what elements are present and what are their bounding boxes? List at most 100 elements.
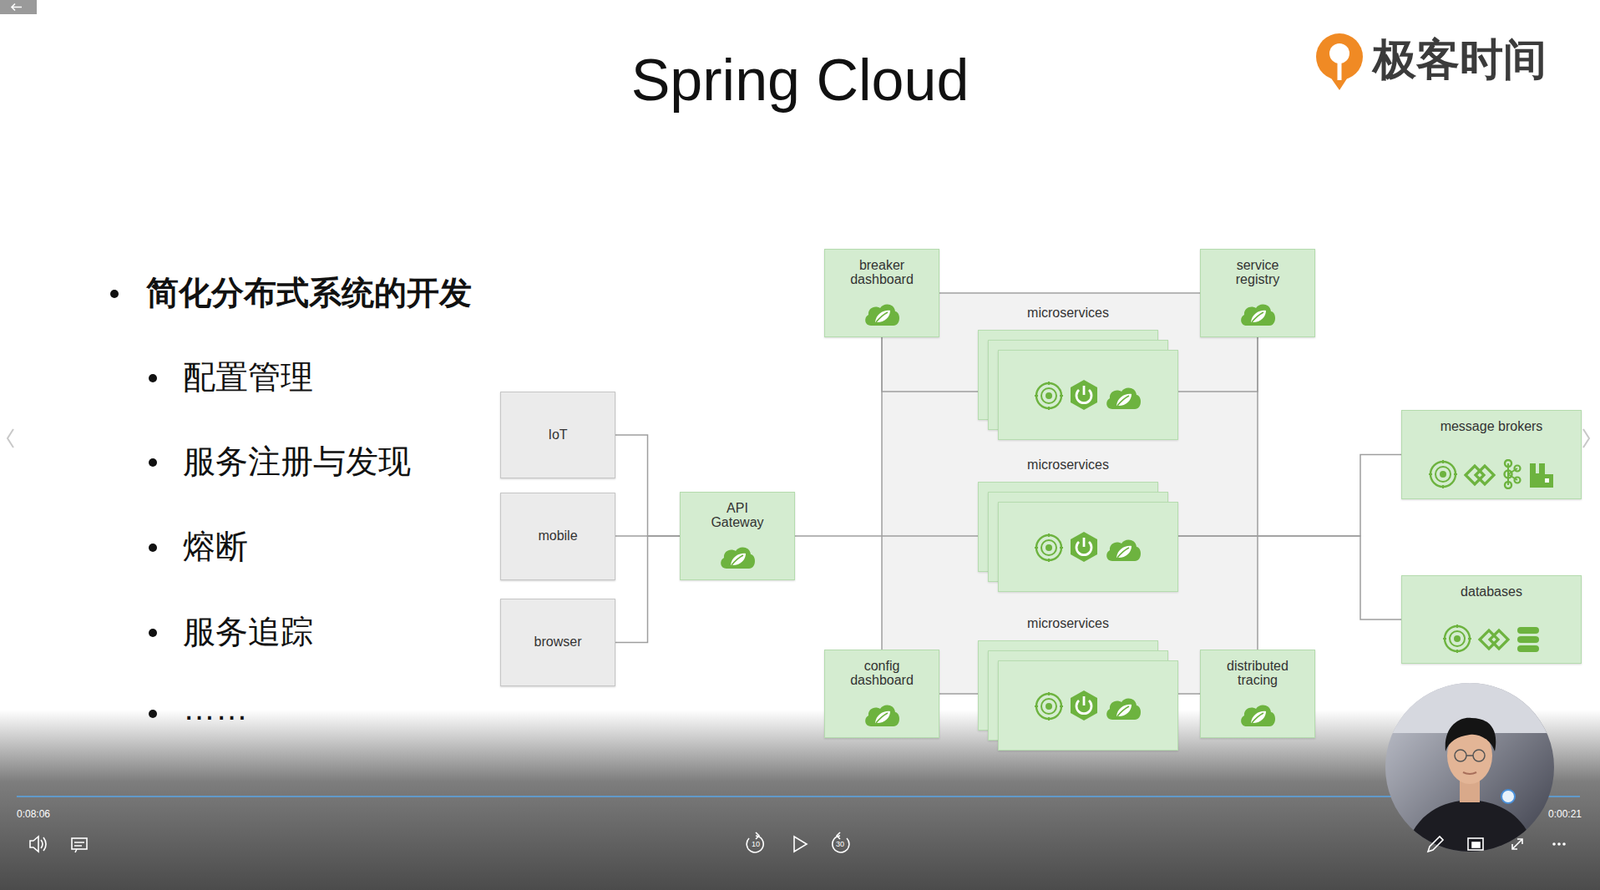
tech-icon (1238, 300, 1277, 328)
tech-icon (1068, 531, 1099, 563)
back-arrow (11, 4, 22, 11)
tech-icon (1528, 460, 1555, 490)
icon-row (825, 300, 939, 331)
microservice-group: microservices (977, 304, 1179, 441)
instance-box (997, 501, 1179, 593)
tech-icon (1517, 645, 1540, 653)
service-box: message brokers (1401, 410, 1582, 500)
caption-icon (71, 838, 87, 850)
tech-icon (1238, 300, 1277, 328)
tech-icon (862, 300, 902, 328)
tech-icon (1449, 631, 1465, 647)
text-wrap: message brokers (1407, 420, 1575, 435)
tech-icon (1068, 689, 1099, 722)
bullet-dot (110, 289, 157, 719)
tech-icon (1041, 540, 1057, 556)
tech-icon (1117, 395, 1130, 406)
tech-icon (862, 701, 902, 729)
tech-icon (1463, 460, 1497, 490)
webcam (1402, 800, 1539, 861)
webcam (1463, 772, 1477, 775)
bullet-dot (110, 289, 119, 299)
box-label: distributed tracing (1215, 659, 1300, 689)
tech-icon (1504, 470, 1513, 479)
tech-icon (1250, 310, 1266, 323)
connector-line (1178, 337, 1258, 392)
tech-icon (731, 555, 744, 566)
tech-icon (1443, 624, 1472, 654)
tech-icon (1103, 694, 1143, 722)
player-controls (30, 832, 1523, 853)
tech-icon (1070, 690, 1098, 721)
tech-icon (1045, 544, 1053, 552)
rewind-icon (746, 835, 764, 853)
icon-row (998, 379, 1178, 415)
tech-icon (1068, 379, 1099, 411)
service-box: breaker dashboard (824, 248, 940, 338)
service-box: service registry (1200, 248, 1316, 338)
tech-icon (1034, 692, 1064, 721)
prev-chevron (7, 429, 14, 448)
tech-icon (1033, 691, 1064, 722)
icon-row (998, 531, 1178, 567)
text-wrap: service registry (1220, 258, 1296, 288)
connector-line (1178, 455, 1402, 537)
box-label: microservices (977, 615, 1159, 632)
client-box: mobile (500, 492, 616, 581)
tech-icon (1427, 459, 1459, 490)
tech-icon (1036, 383, 1062, 409)
instance-stack (977, 481, 1179, 593)
tech-icon (1116, 394, 1132, 406)
tech-icon (1033, 380, 1064, 411)
tech-icon (1240, 303, 1276, 326)
bullet-dot (148, 374, 157, 383)
text-wrap: distributed tracing (1215, 659, 1300, 689)
tech-icon (1240, 704, 1276, 727)
bullet-heading: 简化分布式系统的开发 (146, 273, 472, 314)
box-label: mobile (537, 528, 578, 544)
text-wrap: config dashboard (840, 659, 924, 689)
tech-icon (720, 546, 755, 569)
box-label: IoT (547, 427, 568, 443)
tech-icon (1106, 539, 1141, 562)
tech-icon (1427, 459, 1459, 490)
text-wrap: API Gateway (703, 501, 771, 531)
tech-icon (1477, 625, 1511, 654)
tech-icon (862, 300, 902, 328)
tech-icon (1034, 381, 1064, 411)
box-label: config dashboard (840, 659, 924, 689)
tech-icon (1489, 630, 1509, 649)
tech-icon (718, 543, 757, 571)
player-shade (0, 709, 1600, 890)
tech-icon (1442, 623, 1473, 654)
box-label: microservices (977, 456, 1159, 473)
group-heading: microservices (977, 456, 1159, 473)
tech-icon (1070, 531, 1098, 563)
tech-icon (1068, 689, 1099, 722)
bullet-item: …… (182, 689, 249, 730)
tech-icon (1103, 384, 1143, 411)
connector-line (939, 693, 978, 695)
tech-icon (1033, 532, 1064, 563)
icon-row (1402, 459, 1581, 493)
text-wrap: databases (1407, 585, 1575, 600)
tech-icon (1475, 465, 1494, 485)
more-icon (1562, 842, 1566, 846)
tech-icon (1068, 379, 1099, 411)
tech-icon (1435, 466, 1451, 482)
tech-icon (1116, 546, 1132, 558)
box-label: microservices (977, 304, 1159, 321)
tech-icon (1477, 625, 1511, 654)
tech-icon (1529, 463, 1554, 488)
logo-icon (1316, 33, 1363, 81)
tech-icon (1515, 625, 1541, 654)
bullet-item: 熔断 (182, 527, 249, 568)
icon-row (998, 689, 1178, 725)
tech-icon (1250, 711, 1266, 724)
box-label: databases (1407, 585, 1575, 600)
logo-text: 极客时间 (1372, 33, 1547, 86)
more-icon (1557, 842, 1561, 846)
tech-icon (1116, 704, 1132, 717)
tech-icon (1442, 623, 1473, 654)
